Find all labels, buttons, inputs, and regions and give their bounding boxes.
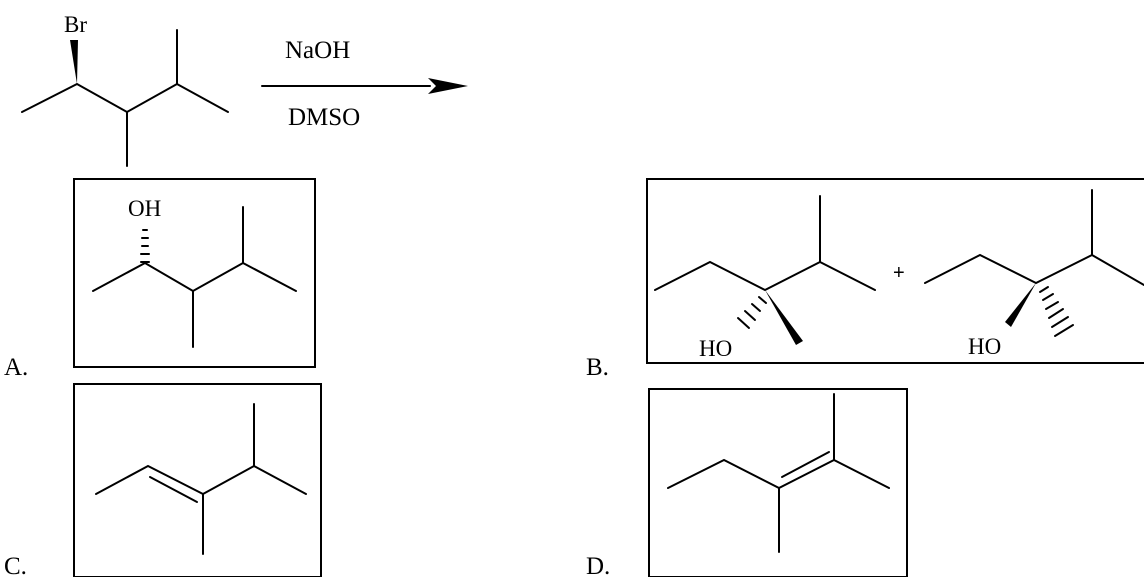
option-b-hash-2	[1039, 286, 1074, 337]
option-b-skeleton-2	[924, 189, 1144, 286]
option-b-letter: B.	[586, 354, 609, 381]
option-c-double-bond	[149, 476, 198, 503]
option-a-letter: A.	[4, 354, 28, 381]
option-b-wedge-2	[1005, 283, 1036, 327]
reagent-dmso: DMSO	[288, 104, 360, 131]
option-b[interactable]: B. HO + HO	[586, 178, 1144, 381]
option-b-ho-label-1: HO	[699, 336, 732, 361]
option-d-skeleton	[667, 393, 890, 553]
option-c-letter: C.	[4, 553, 27, 577]
option-c-skeleton	[95, 403, 307, 555]
option-b-wedge-1	[765, 290, 803, 345]
option-d-box	[648, 388, 908, 577]
option-c[interactable]: C.	[4, 383, 322, 577]
option-b-ho-label-2: HO	[968, 334, 1001, 359]
option-b-skeleton-1	[654, 195, 876, 292]
option-d-double-bond	[781, 451, 830, 478]
reagent-naoh: NaOH	[285, 37, 350, 64]
reaction-arrow-group: NaOH DMSO	[261, 37, 468, 131]
option-d[interactable]: D.	[586, 388, 908, 577]
reactant-structure: Br	[21, 12, 229, 167]
option-b-plus: +	[893, 262, 905, 284]
reactant-skeleton	[21, 29, 229, 167]
option-a-oh-label: OH	[128, 196, 161, 221]
option-b-hash-1	[737, 296, 767, 329]
option-c-box	[73, 383, 322, 577]
reactant-wedge-bond	[70, 40, 78, 84]
option-a-skeleton	[92, 206, 297, 348]
option-a[interactable]: A. OH	[4, 178, 316, 381]
reaction-arrow-head	[428, 78, 468, 94]
option-a-hash-bond	[140, 229, 150, 263]
option-d-letter: D.	[586, 553, 610, 577]
option-b-box	[646, 178, 1144, 364]
option-a-box	[73, 178, 316, 368]
reactant-br-label: Br	[64, 12, 87, 37]
